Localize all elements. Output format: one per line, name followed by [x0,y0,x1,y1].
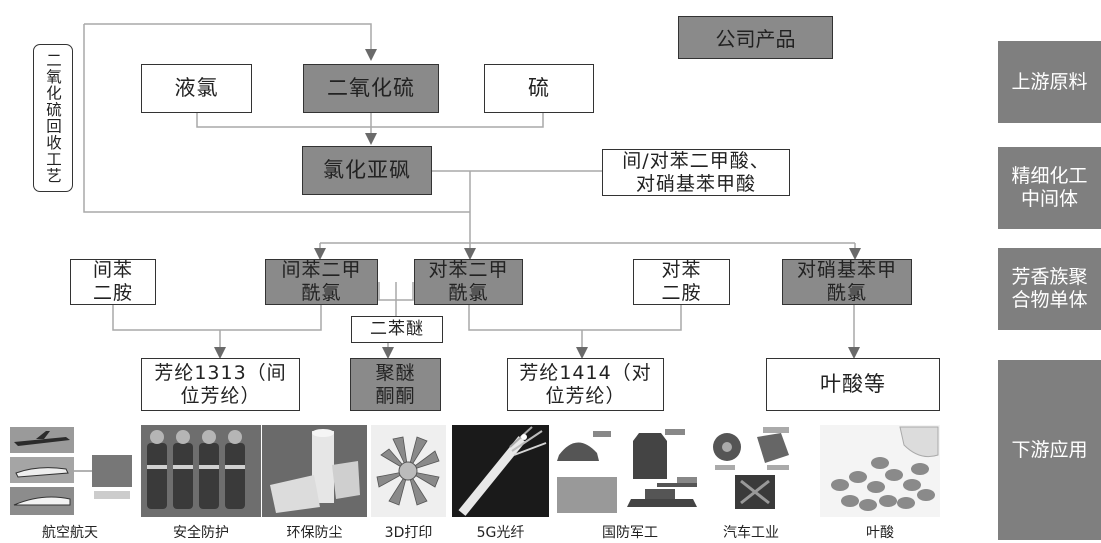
caption-folic-acid: 叶酸 [866,525,894,541]
node-sulfur-dioxide: 二氧化硫 [303,64,439,113]
automotive-image [707,425,795,517]
caption-safety-protection: 安全防护 [173,525,229,541]
side-upstream-raw-materials: 上游原料 [998,41,1101,123]
folic-acid-image [820,425,940,517]
aerospace-image [8,425,136,517]
node-folic-acid: 叶酸等 [766,358,940,411]
caption-3d-printing: 3D打印 [384,525,433,541]
node-terephthaloyl-chloride: 对苯二甲酰氯 [414,259,523,305]
caption-5g-fiber: 5G光纤 [476,525,525,541]
node-p-phenylenediamine: 对苯二胺 [633,259,730,305]
node-acids: 间/对苯二甲酸、对硝基苯甲酸 [602,149,790,196]
side-aromatic-polymer-monomers: 芳香族聚合物单体 [998,248,1101,330]
caption-aerospace: 航空航天 [42,525,98,541]
side-downstream-applications: 下游应用 [998,360,1101,540]
node-aramid-1414: 芳纶1414（对位芳纶） [507,358,664,411]
3d-printing-image [371,425,446,517]
node-peek: 聚醚酮酮 [350,358,441,411]
node-aramid-1313: 芳纶1313（间位芳纶） [141,358,300,411]
side-fine-chemical-intermediates: 精细化工中间体 [998,147,1101,229]
caption-dust-protection: 环保防尘 [286,525,343,541]
node-m-phenylenediamine: 间苯二胺 [70,259,156,305]
recycle-process-label: 二氧化硫回收工艺 [33,44,73,192]
node-p-nitrobenzoyl-chloride: 对硝基苯甲酰氯 [782,259,912,305]
caption-automotive: 汽车工业 [723,525,779,541]
node-thionyl-chloride: 氯化亚砜 [302,146,432,195]
node-sulfur: 硫 [484,64,594,113]
caption-defense: 国防军工 [602,525,658,541]
node-isophthaloyl-chloride: 间苯二甲酰氯 [265,259,378,305]
safety-protection-image [141,425,261,517]
node-liquid-chlorine: 液氯 [141,64,252,113]
5g-fiber-image [452,425,549,517]
defense-image [553,425,703,517]
legend-company-product: 公司产品 [678,16,833,59]
node-diphenyl-ether: 二苯醚 [351,316,443,343]
dust-filter-image [262,425,367,517]
